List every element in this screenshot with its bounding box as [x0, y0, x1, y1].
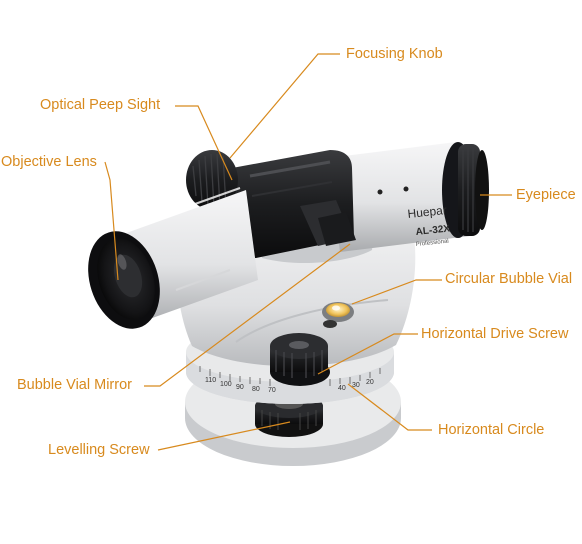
- scale-number: 40: [338, 385, 346, 392]
- leader-horizontal-drive-screw: [317, 333, 418, 375]
- brand-plate: Huepar AL-32X Professional: [407, 203, 451, 248]
- label-bubble-vial-mirror: Bubble Vial Mirror: [17, 377, 132, 393]
- label-eyepiece: Eyepiece: [516, 187, 576, 203]
- top-housing: [232, 150, 356, 258]
- leader-objective-lens: [104, 161, 119, 281]
- leader-focusing-knob: [229, 53, 340, 159]
- label-objective-lens: Objective Lens: [1, 154, 97, 170]
- leader-circular-bubble-vial: [351, 279, 442, 305]
- horizontal-drive-screw[interactable]: [270, 333, 330, 386]
- label-horizontal-drive-screw: Horizontal Drive Screw: [421, 326, 569, 342]
- leader-lines: [104, 53, 512, 451]
- scale-number: 80: [252, 386, 260, 393]
- leader-bubble-vial-mirror: [144, 243, 351, 387]
- leader-levelling-screw: [157, 421, 291, 451]
- eyepiece-housing: [328, 142, 489, 252]
- auto-level-instrument: 110 100 90 80 70 40 30 20: [88, 142, 489, 466]
- leader-optical-peep-sight: [175, 105, 233, 181]
- brand-tagline: Professional: [416, 239, 449, 248]
- scale-number: 90: [236, 384, 244, 391]
- scale-number: 110: [205, 377, 216, 384]
- label-levelling-screw: Levelling Screw: [48, 442, 150, 458]
- brand-name: Huepar: [407, 203, 448, 221]
- scale-number: 100: [220, 381, 232, 388]
- model-name: AL-32X: [415, 223, 451, 238]
- label-focusing-knob: Focusing Knob: [346, 46, 443, 62]
- circular-bubble-vial: [322, 302, 354, 328]
- label-optical-peep-sight: Optical Peep Sight: [40, 97, 161, 113]
- label-horizontal-circle: Horizontal Circle: [438, 422, 545, 438]
- scale-number: 20: [366, 379, 374, 386]
- scale-number: 70: [268, 387, 276, 394]
- scale-number: 30: [352, 382, 360, 389]
- leader-horizontal-circle: [347, 383, 432, 431]
- label-circular-bubble-vial: Circular Bubble Vial: [445, 271, 573, 287]
- objective-lens: [88, 231, 160, 329]
